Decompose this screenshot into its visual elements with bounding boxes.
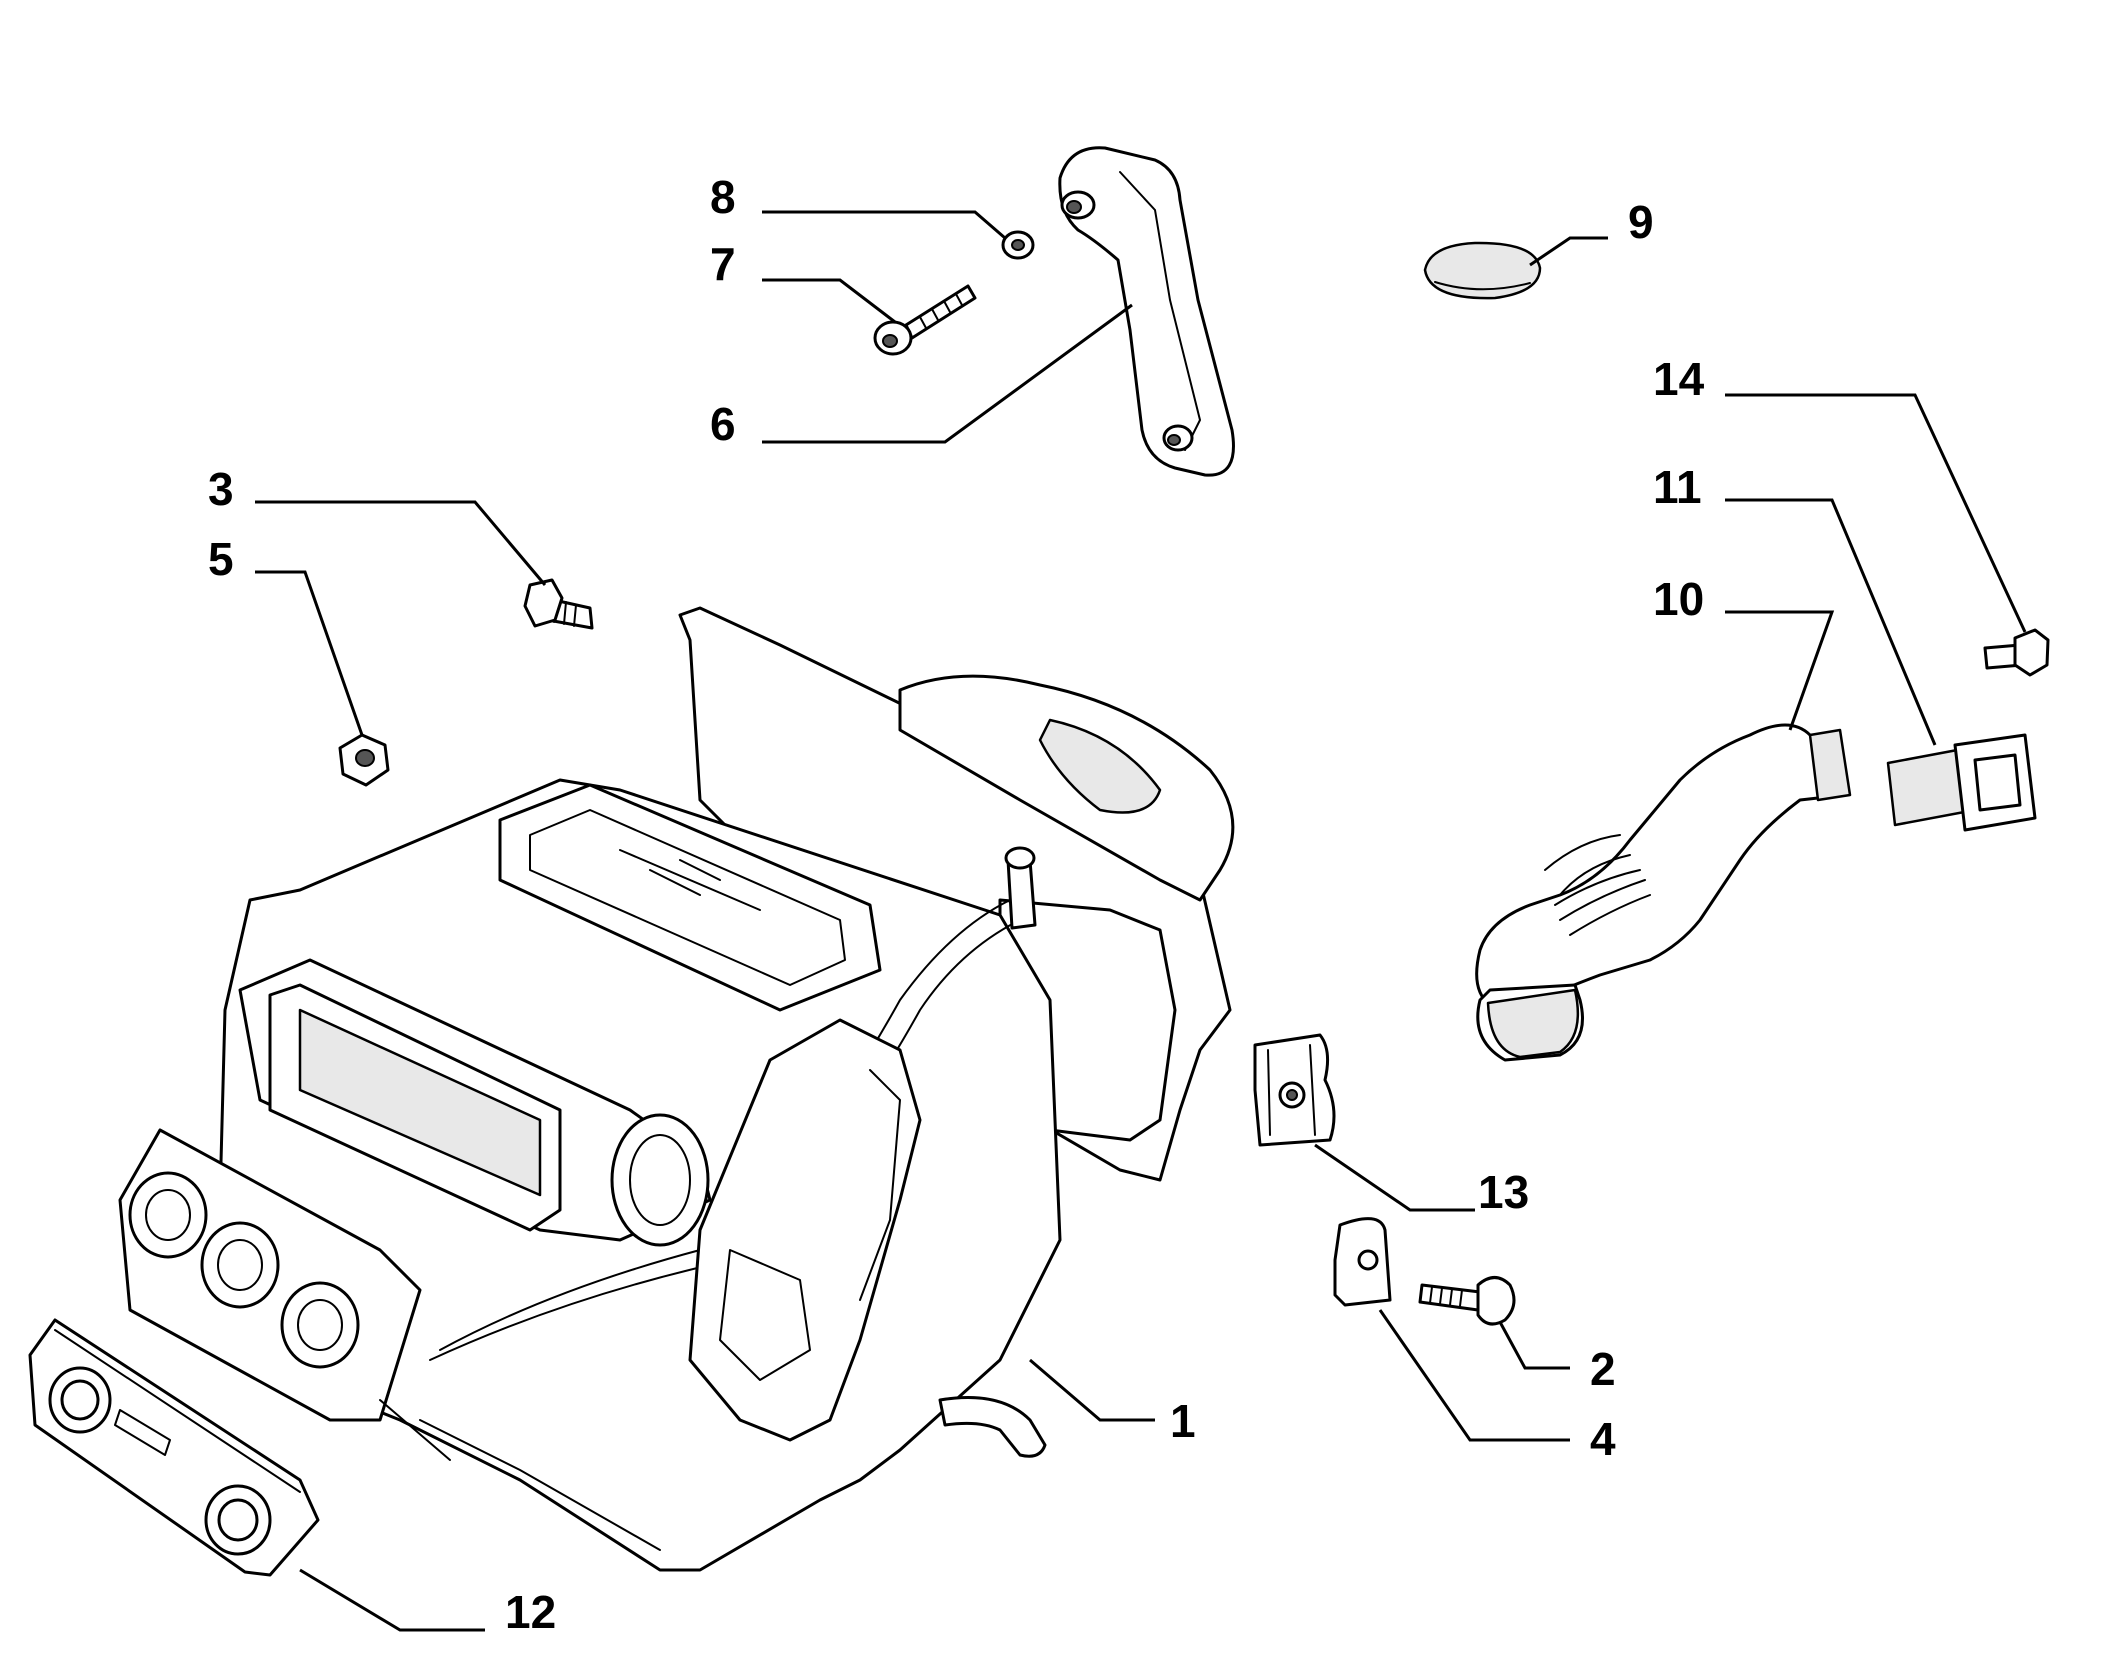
part-14-bolt	[1983, 628, 2050, 677]
leader-6	[762, 303, 1133, 444]
leader-10	[1725, 610, 1835, 731]
part-11-duct-adapter	[1886, 733, 2037, 832]
callout-7: 7	[710, 238, 736, 290]
callout-11: 11	[1653, 461, 1702, 513]
part-8-washer	[1001, 230, 1035, 260]
callout-14: 14	[1653, 353, 1705, 405]
callout-1: 1	[1170, 1395, 1196, 1447]
callout-3: 3	[208, 463, 234, 515]
leader-11	[1725, 498, 1937, 746]
leader-7	[762, 278, 896, 324]
callout-5: 5	[208, 533, 234, 585]
part-6-bracket	[1058, 146, 1235, 477]
part-1-hvac-assembly	[118, 606, 1235, 1572]
part-7-bolt	[873, 284, 977, 356]
part-9-cap	[1423, 241, 1542, 300]
part-3-bolt	[523, 578, 594, 630]
callout-13: 13	[1478, 1166, 1529, 1218]
leader-1	[1029, 1358, 1155, 1422]
callout-4: 4	[1590, 1413, 1616, 1465]
callout-2: 2	[1590, 1343, 1616, 1395]
part-13-clip-nut	[1253, 1033, 1336, 1147]
part-10-hose	[1475, 723, 1852, 1062]
leader-lines	[255, 210, 2027, 1632]
leader-2	[1498, 1321, 1570, 1370]
part-5-nut	[338, 733, 390, 787]
callout-6: 6	[710, 398, 736, 450]
leader-3	[255, 500, 547, 586]
callout-12: 12	[505, 1586, 556, 1638]
part-2-bolt	[1418, 1276, 1516, 1326]
leader-5	[255, 570, 364, 736]
callout-labels: 1 2 3 4 5 6 7 8 9 10 11 12 13 14	[208, 171, 1705, 1638]
leader-14	[1725, 393, 2027, 633]
callout-9: 9	[1628, 196, 1654, 248]
leader-8	[762, 210, 1006, 240]
part-12-bezel	[28, 1318, 320, 1577]
leader-4	[1378, 1309, 1570, 1442]
callout-10: 10	[1653, 573, 1704, 625]
leader-12	[299, 1568, 485, 1632]
callout-8: 8	[710, 171, 736, 223]
leader-9	[1529, 236, 1608, 267]
part-4-clip	[1333, 1217, 1392, 1307]
leader-13	[1314, 1143, 1475, 1212]
